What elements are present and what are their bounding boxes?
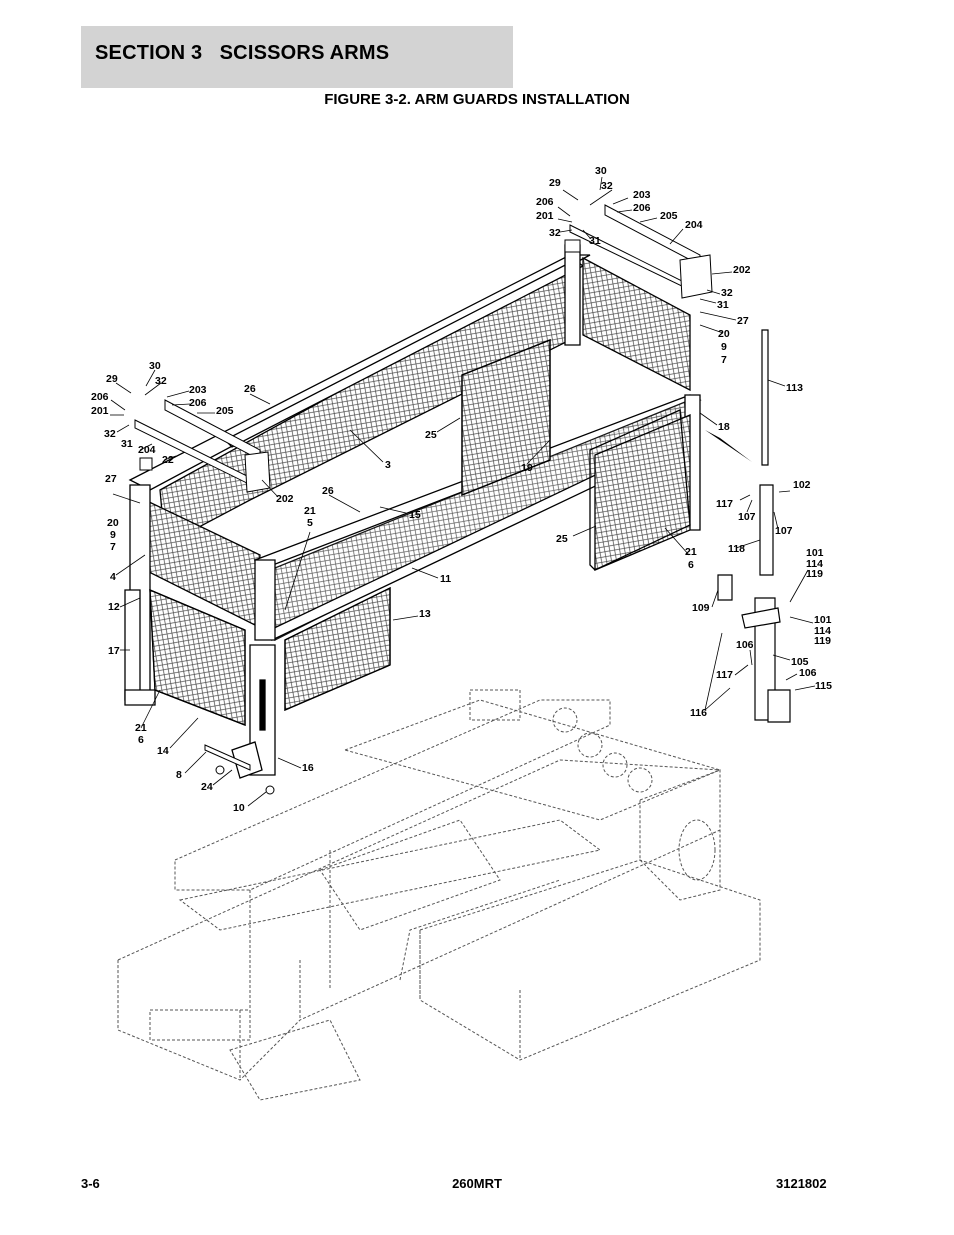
callout-27: 27: [105, 473, 117, 485]
callout-114: 114: [814, 625, 831, 637]
section-title: SECTION 3 SCISSORS ARMS: [95, 42, 390, 64]
callout-7: 7: [110, 541, 116, 553]
callout-204: 204: [685, 219, 703, 231]
callout-8: 8: [176, 769, 182, 781]
callout-12: 12: [108, 601, 120, 613]
callout-18: 18: [718, 421, 730, 433]
callout-202: 202: [733, 264, 751, 276]
callout-113: 113: [786, 382, 803, 394]
callout-206: 206: [536, 196, 554, 208]
model-name: 260MRT: [452, 1176, 502, 1191]
callout-114: 114: [806, 558, 823, 570]
callout-31: 31: [717, 299, 729, 311]
callout-102: 102: [793, 479, 811, 491]
callout-20: 20: [718, 328, 730, 340]
callout-30: 30: [149, 360, 161, 372]
callout-21: 21: [304, 505, 316, 517]
callout-206: 206: [633, 202, 651, 214]
arm-guard-assembly: [124, 244, 702, 779]
callout-26: 26: [322, 485, 334, 497]
leader-lines: [110, 176, 816, 807]
callout-117: 117: [716, 498, 733, 510]
callout-27: 27: [737, 315, 749, 327]
callout-32: 32: [155, 375, 167, 387]
callout-31: 31: [121, 438, 133, 450]
callout-25: 25: [425, 429, 437, 441]
callout-201: 201: [536, 210, 554, 222]
callout-16: 16: [302, 762, 314, 774]
callout-25: 25: [556, 533, 568, 545]
callout-13: 13: [419, 608, 431, 620]
callout-31: 31: [589, 235, 601, 247]
callout-206: 206: [189, 397, 207, 409]
callout-24: 24: [201, 781, 213, 793]
callout-32: 32: [104, 428, 116, 440]
callout-11: 11: [440, 573, 451, 585]
callout-30: 30: [595, 165, 607, 177]
callout-116: 116: [690, 707, 707, 719]
callout-205: 205: [216, 405, 234, 417]
section-header: SECTION 3 SCISSORS ARMS: [81, 26, 513, 88]
callout-15: 15: [409, 509, 421, 521]
callout-119: 119: [806, 568, 823, 580]
callout-26: 26: [244, 383, 256, 395]
callout-106: 106: [736, 639, 754, 651]
page-number: 3-6: [81, 1176, 100, 1191]
callout-118: 118: [728, 543, 745, 555]
callout-29: 29: [106, 373, 118, 385]
pins-lower-left: [204, 744, 275, 795]
callout-109: 109: [692, 602, 710, 614]
callout-5: 5: [307, 517, 313, 529]
callout-203: 203: [189, 384, 207, 396]
callout-21: 21: [685, 546, 697, 558]
figure-title: FIGURE 3-2. ARM GUARDS INSTALLATION: [324, 91, 630, 108]
callout-107: 107: [775, 525, 793, 537]
callout-9: 9: [721, 341, 727, 353]
callout-107: 107: [738, 511, 756, 523]
callout-201: 201: [91, 405, 109, 417]
callout-6: 6: [138, 734, 144, 746]
callout-labels: 30 29 32 203 206 206 205 201 204 32 31 2…: [91, 165, 832, 814]
callout-9: 9: [110, 529, 116, 541]
callout-29: 29: [549, 177, 561, 189]
manual-number: 3121802: [776, 1176, 827, 1191]
callout-203: 203: [633, 189, 651, 201]
callout-204: 204: [138, 444, 156, 456]
callout-32: 32: [721, 287, 733, 299]
callout-20: 20: [107, 517, 119, 529]
callout-21: 21: [135, 722, 147, 734]
callout-3: 3: [385, 459, 391, 471]
callout-101: 101: [814, 614, 832, 626]
callout-119: 119: [814, 635, 831, 647]
callout-14: 14: [157, 745, 169, 757]
top-cover-plates-right: [564, 204, 713, 299]
callout-19: 19: [521, 462, 533, 474]
callout-22: 22: [162, 454, 174, 466]
callout-7: 7: [721, 354, 727, 366]
callout-32: 32: [601, 180, 613, 192]
callout-17: 17: [108, 645, 120, 657]
callout-202: 202: [276, 493, 294, 505]
callout-117: 117: [716, 669, 733, 681]
callout-6: 6: [688, 559, 694, 571]
callout-4: 4: [110, 571, 116, 583]
callout-106: 106: [799, 667, 817, 679]
direction-arrow: [705, 430, 752, 462]
callout-115: 115: [815, 680, 832, 692]
chassis-frame: [117, 689, 761, 1101]
callout-10: 10: [233, 802, 245, 814]
callout-101: 101: [806, 547, 824, 559]
callout-105: 105: [791, 656, 809, 668]
right-hardware: [717, 329, 791, 723]
callout-206: 206: [91, 391, 109, 403]
callout-32: 32: [549, 227, 561, 239]
callout-205: 205: [660, 210, 678, 222]
